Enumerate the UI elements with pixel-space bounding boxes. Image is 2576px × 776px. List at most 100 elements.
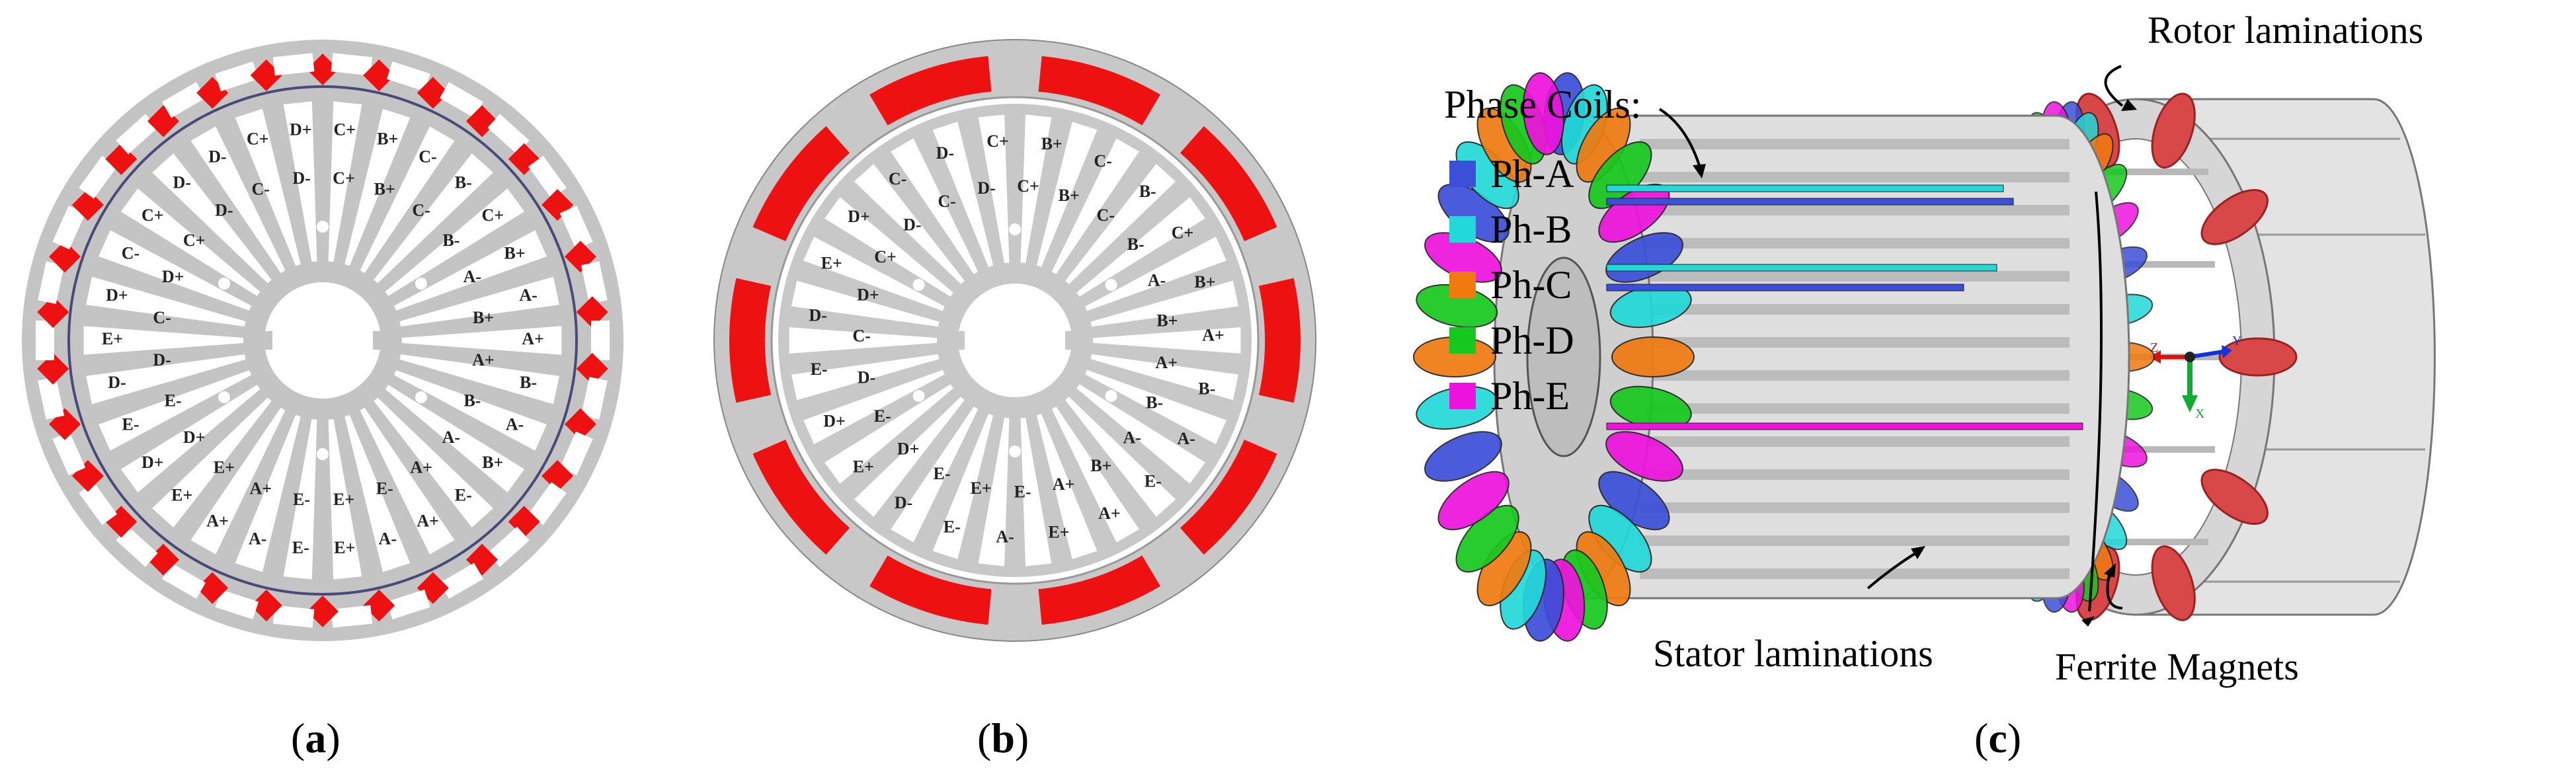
slot-label-outer: B- [1198, 379, 1215, 399]
rotor-flux-barrier [591, 321, 610, 360]
legend-item: Ph-C [1444, 257, 1641, 313]
stator-tooth-stripe [1640, 304, 2070, 315]
slot-label-outer: D- [173, 173, 190, 192]
slot-label-outer: D- [895, 493, 912, 512]
slot-label-outer: A+ [522, 329, 544, 348]
stator-tooth-stripe [1640, 139, 2070, 149]
stator-tooth-stripe [1640, 205, 2070, 215]
bolt-hole [912, 390, 925, 402]
slot-label-inner: E- [165, 391, 182, 410]
tooth-tip [1141, 519, 1161, 537]
rotor-flux-barrier [581, 261, 608, 304]
bolt-hole [317, 448, 329, 460]
coil-conductor [1606, 198, 2014, 206]
slot-label-inner: B- [463, 391, 481, 410]
slot-label-outer: D+ [823, 412, 846, 431]
slot-label-inner: B+ [1090, 456, 1111, 475]
coil-conductor [1606, 264, 1997, 272]
ferrite-magnet [869, 56, 992, 126]
keyway-left [950, 331, 965, 350]
tooth-tip [806, 446, 823, 467]
slot-label-outer: D+ [106, 286, 128, 305]
rotor-flux-barrier [162, 82, 206, 118]
rotor-flux-barrier [528, 482, 567, 525]
slot-label-inner: C+ [1017, 176, 1039, 196]
slot-label-outer: E+ [821, 254, 842, 273]
axis-label-y: Y [2232, 334, 2241, 348]
rotor-ferrite-magnet [2151, 545, 2196, 621]
legend-item: Ph-B [1444, 202, 1641, 257]
slot-label-inner: C- [852, 327, 870, 346]
slot-label-inner: B+ [1156, 311, 1178, 330]
slot-label-outer: C+ [986, 132, 1009, 151]
slot-label-inner: A- [463, 267, 481, 286]
slot-label-inner: E- [874, 407, 891, 426]
slot-label-outer: A+ [1202, 325, 1225, 344]
bolt-hole [1105, 279, 1117, 291]
stator-slot [99, 230, 252, 311]
stator-slot [399, 276, 559, 327]
tooth-tip [834, 485, 852, 505]
stator-slot [283, 101, 317, 262]
slot-label-outer: A- [506, 414, 524, 434]
slot-label-inner: A- [442, 428, 460, 447]
legend-label: Ph-A [1490, 151, 1574, 196]
rotor-flux-barrier [215, 589, 259, 620]
rotor-flux-barrier [272, 605, 315, 628]
coordinate-axes-triad: Z Y X [2149, 334, 2241, 421]
tooth-tip [1178, 485, 1196, 505]
phase-coil-end-turn [1455, 504, 1519, 573]
rotor-flux-barrier [79, 155, 118, 199]
stator-slot [83, 326, 244, 355]
bolt-hole [415, 391, 427, 403]
stator-tooth-stripe [1640, 502, 2070, 513]
tooth-tip [1141, 144, 1161, 162]
rotor-flux-barrier [386, 61, 430, 92]
tooth-tip [806, 214, 823, 235]
stator-slot [978, 417, 1010, 566]
stator-slot [791, 280, 940, 327]
label-ferrite-magnets: Ferrite Magnets [2055, 645, 2299, 688]
bolt-hole [1009, 446, 1021, 457]
stator-slot [854, 164, 965, 284]
rotor-flux-barrier [331, 605, 373, 628]
stator-slot [1085, 237, 1227, 311]
slot-label-outer: B+ [377, 130, 398, 149]
slot-label-inner: D- [153, 350, 171, 369]
ferrite-magnet [869, 555, 992, 625]
rotor-magnet [71, 188, 104, 221]
stator-tooth-stripe [1640, 568, 2070, 579]
stator-slot [1051, 138, 1139, 274]
rotor-ferrite-magnet [2151, 93, 2196, 169]
stator-slot [152, 153, 272, 284]
rotor-flux-barrier [559, 431, 593, 475]
tooth-tip [1207, 446, 1224, 467]
legend-item: Ph-A [1444, 146, 1641, 202]
rotor-flux-barrier [331, 53, 373, 76]
stator-slot [190, 407, 286, 555]
stator-slot [344, 414, 411, 572]
stator-slot [1020, 114, 1052, 264]
stator-tooth-stripe [1640, 271, 2070, 282]
stator-slot [86, 354, 246, 405]
stator-slot [1076, 197, 1205, 297]
rotor-flux-barrier [215, 61, 259, 92]
slot-label-outer: A- [1177, 429, 1195, 448]
ferrite-magnet [752, 440, 850, 555]
slot-label-outer: C+ [141, 206, 164, 225]
rotor-flux-barrier [528, 155, 567, 199]
slot-label-inner: A+ [1053, 475, 1075, 494]
tooth-tip [1053, 108, 1073, 120]
bolt-hole [1105, 390, 1117, 402]
legend-item: Ph-E [1444, 368, 1641, 424]
rotor-flux-barrier [35, 321, 54, 361]
stator-slot [1036, 414, 1098, 559]
caption-c: (c) [1974, 714, 2021, 763]
legend-label: Ph-D [1490, 318, 1574, 362]
tooth-tip [1240, 306, 1250, 326]
slot-label-inner: B- [1127, 235, 1145, 254]
caption-c-letter: c [1988, 715, 2007, 761]
stator-slot [1020, 417, 1052, 566]
tooth-tip [869, 144, 889, 162]
bolt-hole [218, 278, 231, 290]
